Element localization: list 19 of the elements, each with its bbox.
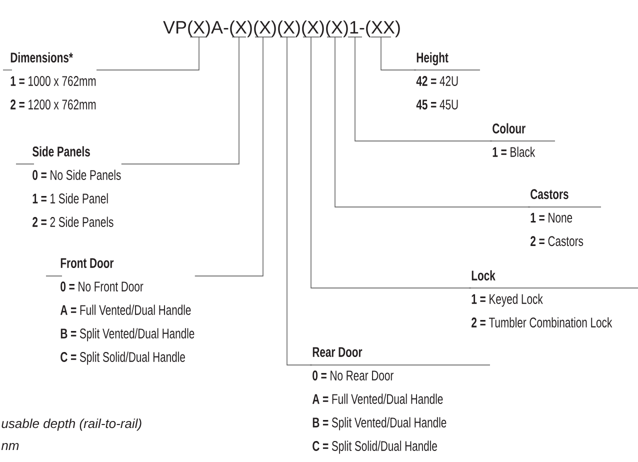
footnote-text: nm	[1, 443, 19, 450]
option-group: Lock 1 = Keyed Lock 2 = Tumbler Combination Lock	[472, 270, 612, 328]
option-group: Colour 1 = Black	[492, 123, 536, 157]
leader-line	[326, 36, 530, 208]
leader-line	[370, 36, 416, 70]
leader-line	[280, 36, 312, 366]
option-group: Front Door 0 = No Front Door A = Full Vented/Dual Handle B = Split Vented/Dual Handle C = Split Solid/Dual Handle	[60, 258, 194, 365]
leader-line	[348, 36, 492, 142]
option-group: Height 42 = 42U 45 = 45U	[416, 52, 458, 110]
option-group: Side Panels 0 = No Side Panels 1 = 1 Side Panel 2 = 2 Side Panels	[32, 146, 121, 227]
leader-line	[302, 36, 472, 288]
part-number-code: VP(X)A-(X)(X)(X)(X)(X)1-(XX)	[163, 20, 400, 38]
leader-line	[96, 36, 208, 70]
leader-line	[194, 36, 272, 276]
option-group: Castors 1 = None 2 = Castors	[530, 189, 584, 246]
option-group: Rear Door 0 = No Rear Door A = Full Vented/Dual Handle B = Split Vented/Dual Handle C = Split Solid/Dual Handle	[312, 347, 446, 454]
leader-line	[121, 36, 246, 164]
option-group: Dimensions* 1 = 1000 x 762mm 2 = 1200 x 762mm	[10, 52, 96, 110]
footnote-text: usable depth (rail-to-rail)	[2, 418, 142, 431]
